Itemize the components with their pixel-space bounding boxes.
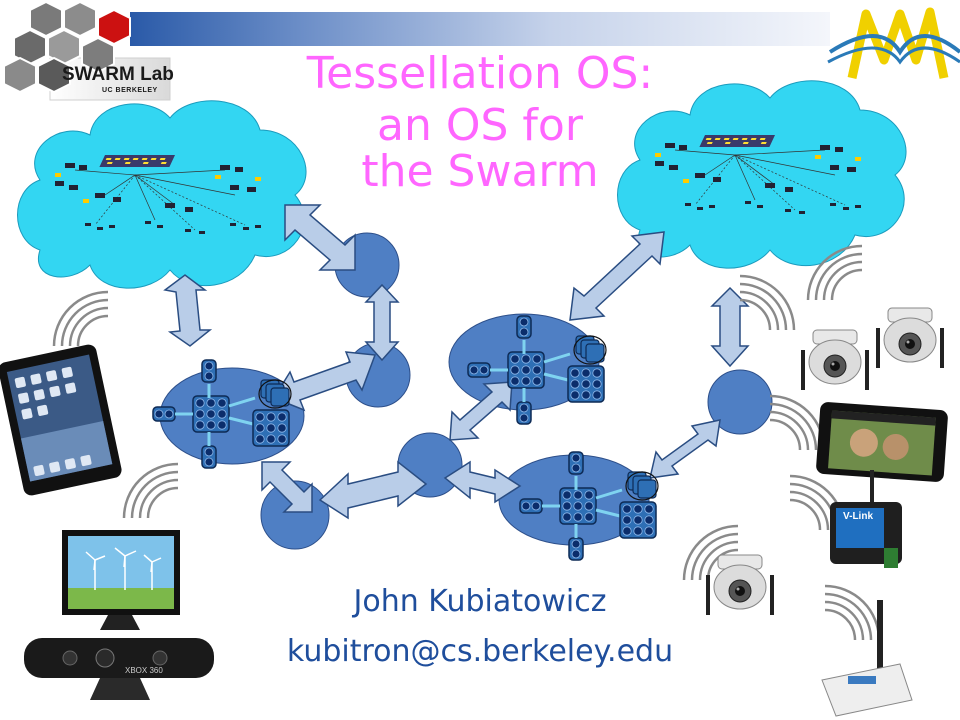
swarm-lab-logo — [3, 0, 171, 101]
node-right — [707, 369, 773, 435]
wireless-base-device — [821, 600, 913, 717]
title-line-3: the Swarm — [361, 146, 599, 197]
arrows — [163, 204, 750, 520]
header-bar — [130, 12, 830, 46]
ip-camera-3 — [705, 554, 775, 616]
title-line-1: Tessellation OS: — [306, 48, 654, 99]
smartphone-device — [816, 402, 948, 482]
bridge-logo — [827, 7, 960, 79]
ip-camera-1 — [800, 329, 870, 391]
title-line-2: an OS for — [377, 100, 583, 151]
tablet-device — [0, 344, 122, 496]
monitor-device — [62, 530, 180, 630]
author-name: John Kubiatowicz — [353, 584, 607, 619]
lab-university: UC BERKELEY — [102, 87, 158, 94]
kinect-device — [24, 638, 214, 700]
cloud-right — [617, 80, 907, 269]
xbox-brand-label: XBOX 360 — [125, 666, 163, 675]
vlink-sensor-device — [830, 470, 902, 568]
vlink-brand-label: V-Link — [843, 511, 874, 522]
network-nodes — [159, 232, 773, 550]
cloud-left — [17, 100, 307, 289]
author-email[interactable]: kubitron@cs.berkeley.edu — [286, 634, 674, 669]
ip-camera-2 — [875, 307, 945, 369]
lab-name: SWARM Lab — [62, 64, 174, 85]
